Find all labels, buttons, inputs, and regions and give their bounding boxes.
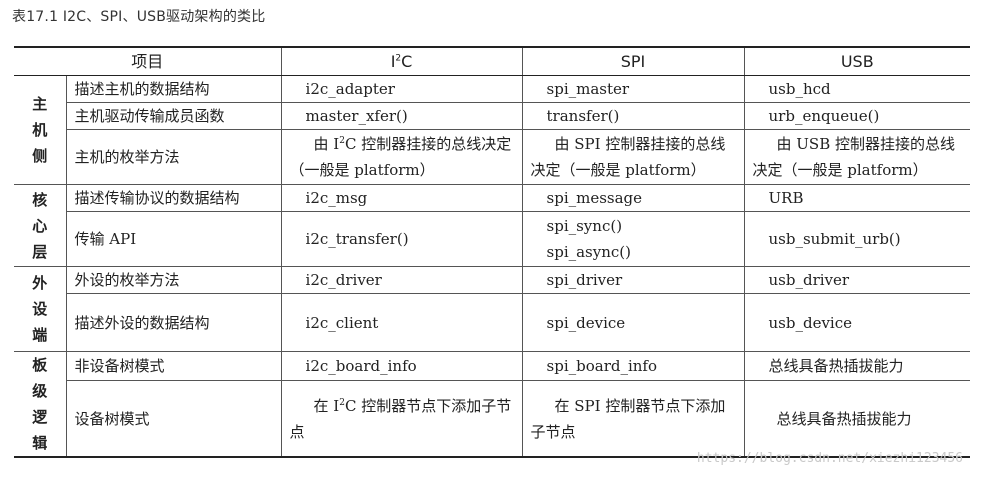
cell-spi: spi_master — [521, 75, 745, 103]
cell-spi: spi_sync() spi_async() — [521, 211, 745, 267]
row-item: 描述外设的数据结构 — [66, 293, 282, 352]
table-row: 主机侧 描述主机的数据结构 i2c_adapter spi_master usb… — [14, 75, 971, 185]
group-host: 主机侧 — [14, 75, 67, 185]
cell-i2c: i2c_msg — [280, 184, 523, 212]
row-item: 设备树模式 — [66, 380, 282, 458]
row-item: 传输 API — [66, 211, 282, 267]
cell-i2c: 由 I2C 控制器挂接的总线决定（一般是 platform） — [280, 129, 523, 185]
watermark: https://blog.csdn.net/xiezhi123456 — [696, 451, 963, 466]
header-i2c: I2C — [280, 47, 523, 76]
table-row: 传输 API i2c_transfer() spi_sync() spi_asyn… — [14, 211, 971, 267]
table-row: 外设端 外设的枚举方法 i2c_driver spi_driver usb_dr… — [14, 266, 971, 352]
table-row: 设备树模式 在 I2C 控制器节点下添加子节点 在 SPI 控制器节点下添加子节… — [14, 380, 971, 458]
row-item: 主机驱动传输成员函数 — [66, 102, 282, 130]
cell-i2c: i2c_client — [280, 293, 523, 352]
group-device: 外设端 — [14, 266, 67, 352]
row-item: 描述传输协议的数据结构 — [65, 184, 282, 212]
cell-usb: usb_submit_urb() — [743, 211, 971, 267]
group-core: 核心层 — [14, 184, 67, 267]
header-spi: SPI — [521, 47, 745, 76]
header-row: 项目 I2C SPI USB — [14, 47, 971, 76]
spi-async: spi_async() — [546, 243, 631, 261]
cell-spi: spi_driver — [521, 266, 745, 294]
cell-spi: 在 SPI 控制器节点下添加子节点 — [521, 380, 745, 458]
row-item: 主机的枚举方法 — [66, 129, 282, 185]
row-item: 非设备树模式 — [65, 350, 282, 382]
group-label: 主机侧 — [32, 95, 48, 165]
cell-i2c: i2c_transfer() — [280, 211, 523, 267]
table-caption: 表17.1 I2C、SPI、USB驱动架构的类比 — [12, 9, 266, 25]
cell-usb: usb_hcd — [743, 75, 971, 103]
table-row: 主机驱动传输成员函数 master_xfer() transfer() urb_… — [14, 102, 971, 130]
header-usb: USB — [743, 47, 971, 76]
cell-usb: 总线具备热插拔能力 — [743, 350, 971, 382]
row-item: 外设的枚举方法 — [65, 266, 282, 294]
cell-usb: usb_device — [743, 293, 971, 352]
cell-i2c: i2c_board_info — [280, 350, 523, 382]
table-row: 板级逻辑 非设备树模式 i2c_board_info spi_board_inf… — [14, 350, 971, 458]
cell-usb: 总线具备热插拔能力 — [743, 380, 971, 458]
cell-usb: usb_driver — [743, 266, 971, 294]
table-row: 核心层 描述传输协议的数据结构 i2c_msg spi_message URB — [14, 184, 971, 267]
cell-i2c: i2c_adapter — [280, 75, 523, 103]
cell-spi: spi_message — [521, 184, 745, 212]
group-label: 板级逻辑 — [32, 356, 48, 452]
header-item: 项目 — [14, 47, 282, 76]
cell-usb: urb_enqueue() — [743, 102, 971, 130]
comparison-table: 项目 I2C SPI USB 主机侧 描述主机的数据结构 i2c_adapter… — [14, 46, 971, 458]
group-board: 板级逻辑 — [14, 351, 67, 458]
group-label: 外设端 — [32, 274, 48, 344]
cell-i2c: i2c_driver — [280, 266, 523, 294]
table-row: 主机的枚举方法 由 I2C 控制器挂接的总线决定（一般是 platform） 由… — [14, 129, 971, 185]
cell-usb: URB — [743, 184, 971, 212]
cell-spi: spi_board_info — [521, 350, 745, 382]
table-row: 描述外设的数据结构 i2c_client spi_device usb_devi… — [14, 293, 971, 352]
cell-spi: spi_device — [521, 293, 745, 352]
group-label: 核心层 — [32, 190, 48, 261]
cell-usb: 由 USB 控制器挂接的总线决定（一般是 platform） — [743, 129, 971, 185]
cell-spi: 由 SPI 控制器挂接的总线决定（一般是 platform） — [521, 129, 745, 185]
cell-i2c: master_xfer() — [280, 102, 523, 130]
row-item: 描述主机的数据结构 — [65, 75, 282, 103]
cell-i2c: 在 I2C 控制器节点下添加子节点 — [280, 380, 523, 458]
cell-spi: transfer() — [521, 102, 745, 130]
spi-sync: spi_sync() — [546, 217, 623, 235]
